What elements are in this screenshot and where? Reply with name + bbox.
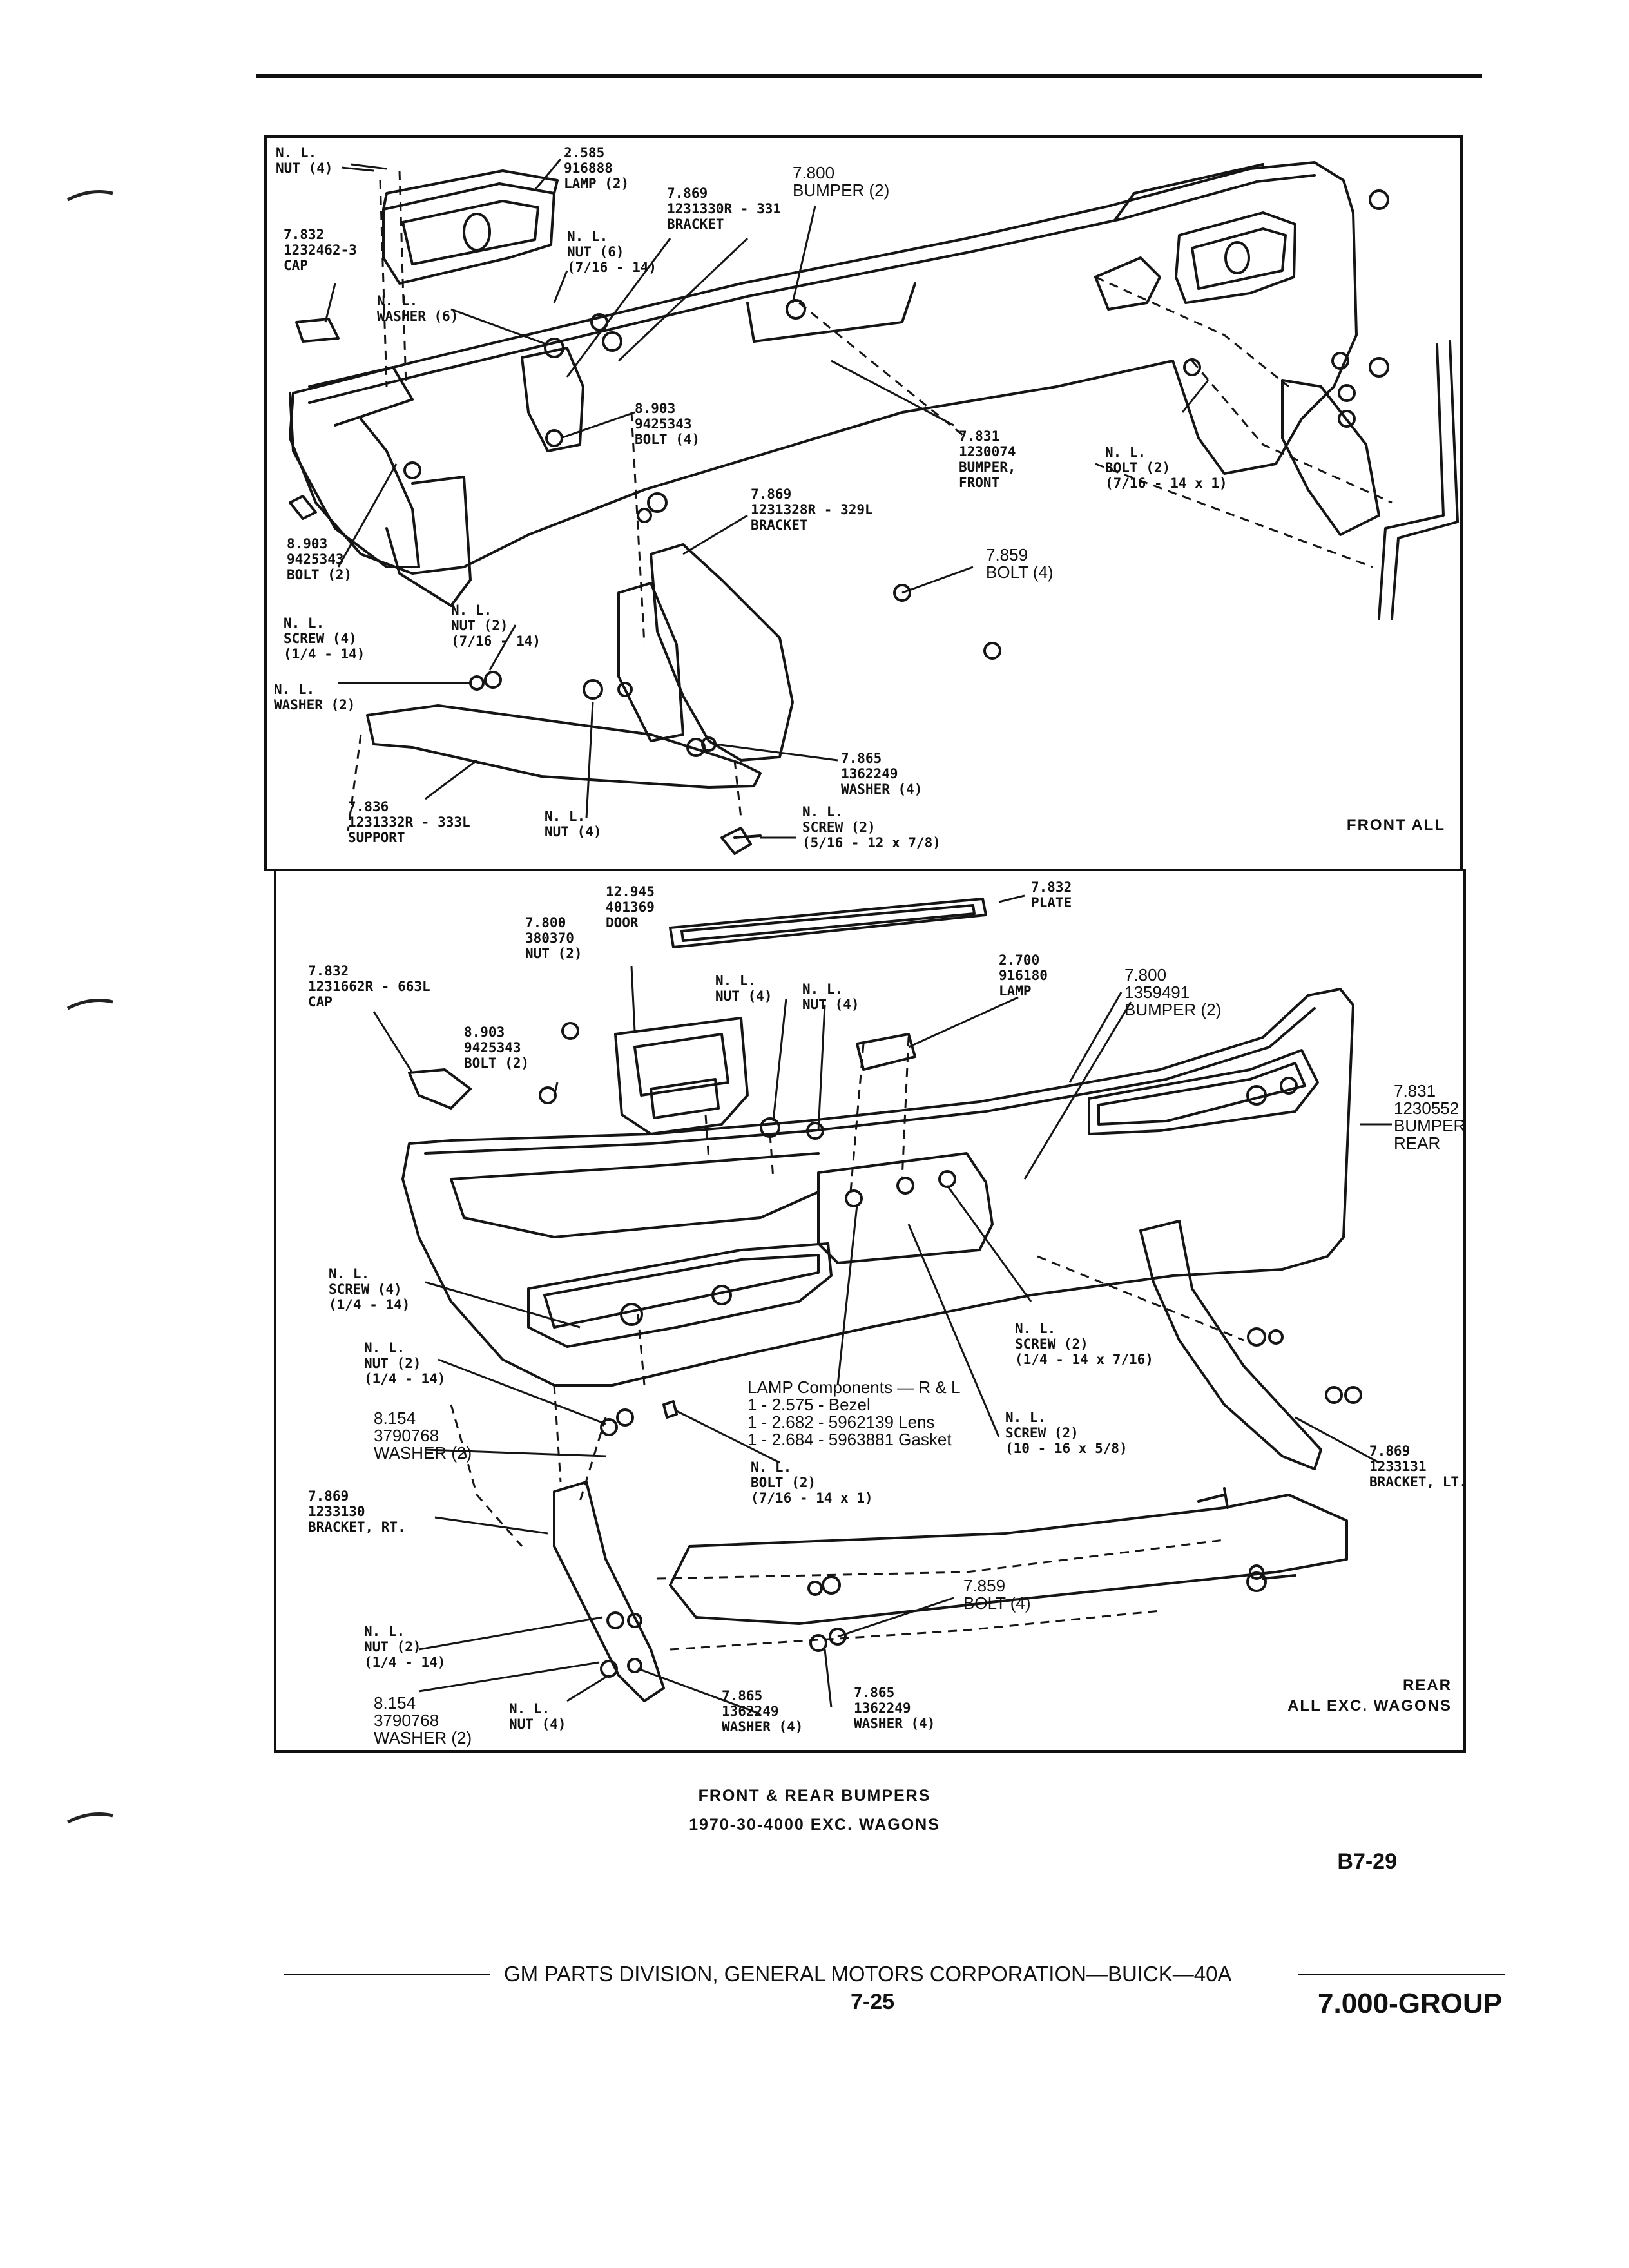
page-code: B7-29 [1337,1849,1397,1874]
figure-caption-line2: 1970-30-4000 EXC. WAGONS [689,1816,940,1834]
callout-front-washer-4: 7.865 1362249 WASHER (4) [841,751,923,797]
callout-rear-bracket-rt: 7.869 1233130 BRACKET, RT. [308,1488,406,1535]
top-rule [256,74,1482,78]
callout-rear-lamp-components: LAMP Components — R & L 1 - 2.575 - Beze… [747,1378,961,1449]
callout-front-nut-2: N. L. NUT (2) (7/16 - 14) [451,602,541,649]
callout-front-washer-2: N. L. WASHER (2) [274,682,356,713]
callout-rear-nut-4-a: N. L. NUT (4) [715,973,773,1004]
callout-rear-cap: 7.832 1231662R - 663L CAP [308,963,430,1010]
callout-rear-bumper-1359491: 7.800 1359491 BUMPER (2) [1124,965,1222,1019]
footer-page-number: 7-25 [851,1990,895,2014]
callout-rear-door: 12.945 401369 DOOR [606,884,655,930]
callout-front-nut-4-top: N. L. NUT (4) [276,145,333,176]
callout-front-screw-2: N. L. SCREW (2) (5/16 - 12 x 7/8) [802,804,941,850]
footer-division: GM PARTS DIVISION, GENERAL MOTORS CORPOR… [504,1962,1232,1986]
callout-front-lamp: 2.585 916888 LAMP (2) [564,145,630,191]
callout-rear-nut-380370: 7.800 380370 NUT (2) [525,915,583,961]
callout-rear-nut-4-b: N. L. NUT (4) [802,981,860,1012]
callout-front-bracket-329: 7.869 1231328R - 329L BRACKET [751,486,873,533]
callout-rear-nut-2-upper: N. L. NUT (2) (1/4 - 14) [364,1340,446,1387]
callout-rear-bolt-2-lower: N. L. BOLT (2) (7/16 - 14 x 1) [751,1459,873,1506]
rear-bumper-panel [274,869,1466,1753]
callout-rear-screw-2-716: N. L. SCREW (2) (1/4 - 14 x 7/16) [1015,1321,1153,1367]
footer-group: 7.000-GROUP [1318,1988,1503,2019]
callout-rear-washer-4-a: 7.865 1362249 WASHER (4) [722,1688,804,1735]
callout-front-bolt-2-left: 8.903 9425343 BOLT (2) [287,536,352,582]
callout-front-bumper-2: 7.800 BUMPER (2) [793,163,890,200]
binder-marks [66,190,113,1824]
callout-rear-nut-2-lower: N. L. NUT (2) (1/4 - 14) [364,1624,446,1670]
callout-rear-nut-4-c: N. L. NUT (4) [509,1701,566,1732]
callout-front-support: 7.836 1231332R - 333L SUPPORT [348,799,470,845]
callout-rear-bumper-rear: 7.831 1230552 BUMPER REAR [1394,1081,1466,1153]
callout-rear-washer-lower: 8.154 3790768 WASHER (2) [374,1693,472,1747]
callout-rear-bolt-4: 7.859 BOLT (4) [963,1576,1031,1613]
figure-caption-line1: FRONT & REAR BUMPERS [698,1787,931,1805]
callout-rear-washer-4-b: 7.865 1362249 WASHER (4) [854,1685,936,1731]
callout-front-nut-6: N. L. NUT (6) (7/16 - 14) [567,229,657,275]
callout-front-cap: 7.832 1232462-3 CAP [284,227,357,273]
callout-rear-screw-2-10: N. L. SCREW (2) (10 - 16 x 5/8) [1005,1410,1128,1456]
callout-rear-lamp: 2.700 916180 LAMP [999,952,1048,999]
footer-rule-left [284,1974,490,1975]
callout-rear-bolt-2: 8.903 9425343 BOLT (2) [464,1024,530,1071]
callout-front-nut-4-low: N. L. NUT (4) [545,809,602,840]
footer-rule-right [1298,1974,1505,1975]
rear-panel-tag: REAR ALL EXC. WAGONS [1287,1677,1452,1715]
callout-front-bolt-2-right: N. L. BOLT (2) (7/16 - 14 x 1) [1105,445,1228,491]
callout-front-bumper-front: 7.831 1230074 BUMPER, FRONT [959,428,1016,490]
callout-front-bolt-4-upper: 8.903 9425343 BOLT (4) [635,401,700,447]
callout-front-screw-4: N. L. SCREW (4) (1/4 - 14) [284,615,365,662]
callout-rear-bracket-lt: 7.869 1233131 BRACKET, LT. [1369,1443,1467,1490]
front-panel-tag: FRONT ALL [1346,816,1445,834]
callout-rear-screw-4: N. L. SCREW (4) (1/4 - 14) [329,1266,410,1312]
callout-rear-washer-upper: 8.154 3790768 WASHER (2) [374,1408,472,1463]
callout-front-washer-6: N. L. WASHER (6) [377,293,459,324]
callout-front-bolt-4-mid: 7.859 BOLT (4) [986,545,1054,582]
callout-rear-plate: 7.832 PLATE [1031,879,1072,910]
callout-front-bracket-331: 7.869 1231330R - 331 BRACKET [667,186,782,232]
